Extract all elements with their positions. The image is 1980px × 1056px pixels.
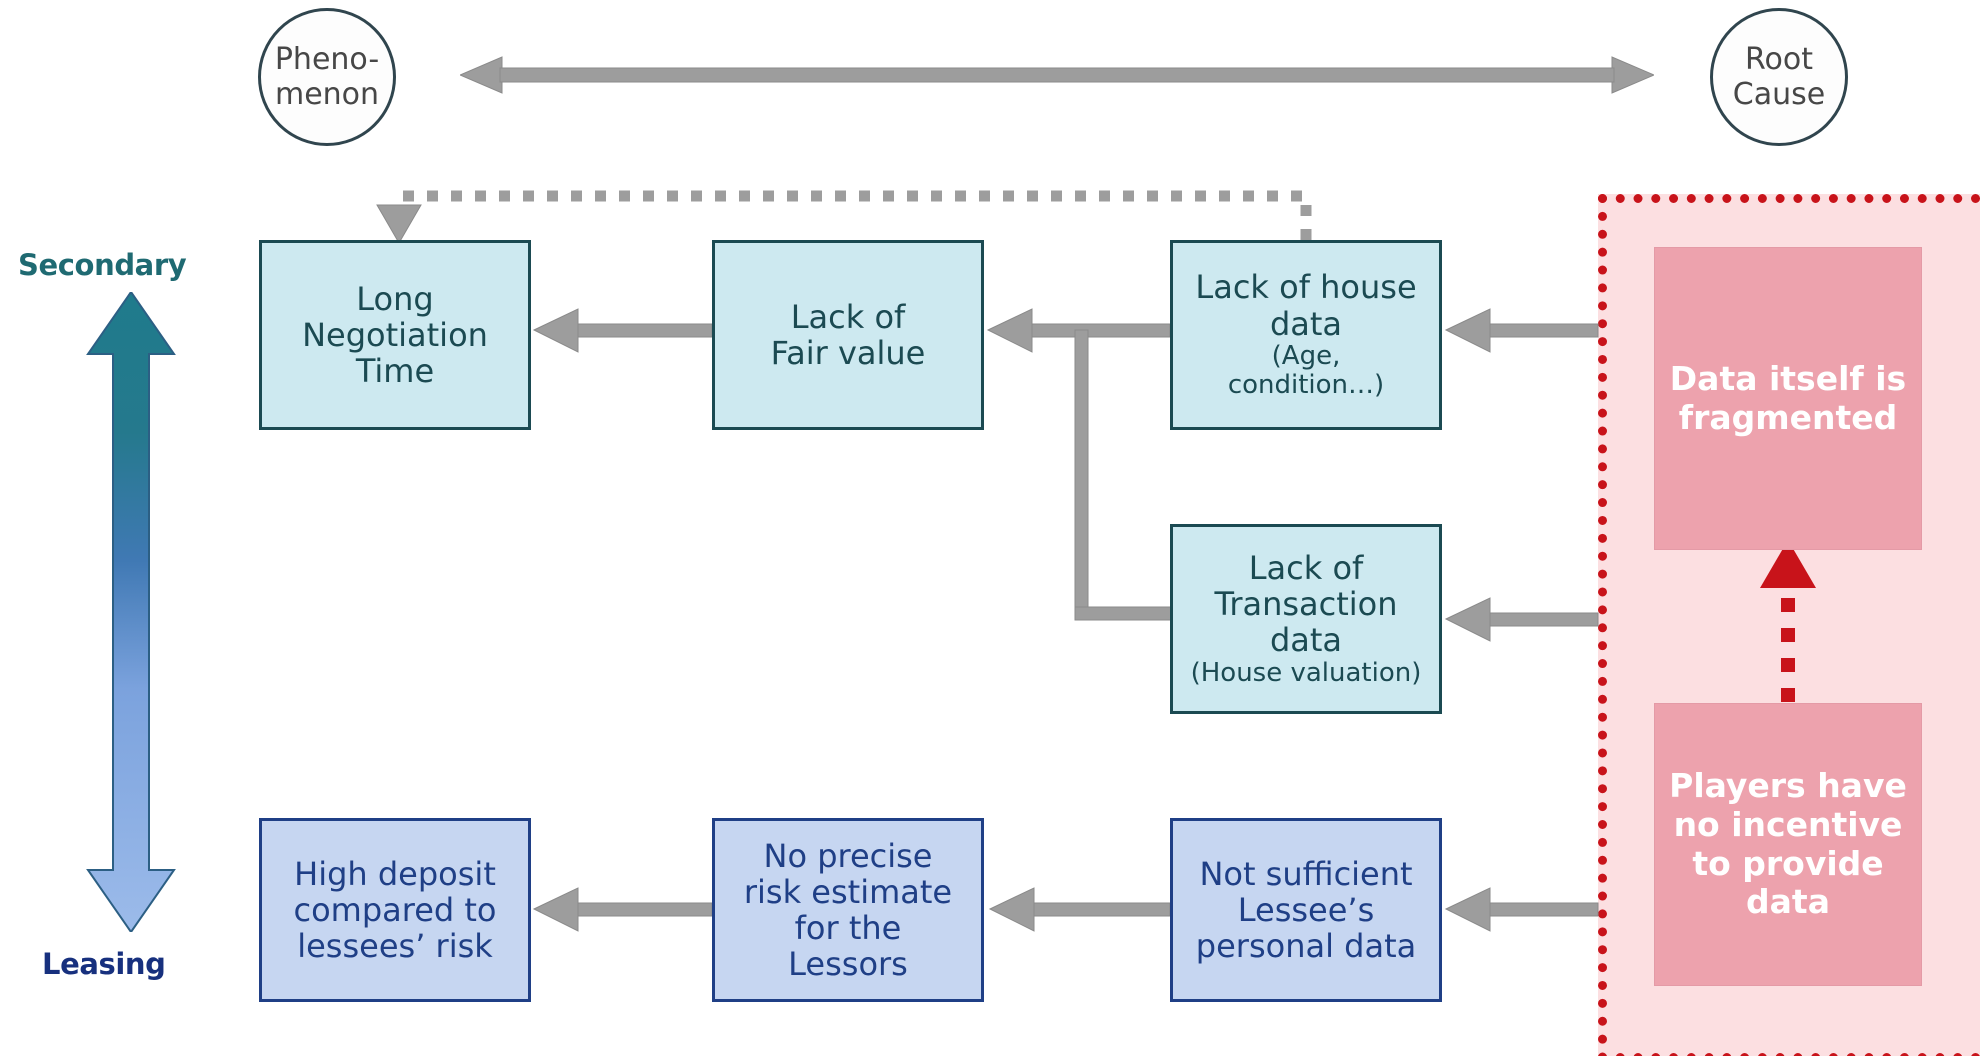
node-no-precise-risk-estimate[interactable]: No precise risk estimate for the Lessors (712, 818, 984, 1002)
node-text-line: Transaction (1214, 585, 1398, 624)
axis-label-leasing: Leasing (42, 947, 166, 981)
node-players-have-no-incentive[interactable]: Players have no incentive to provide dat… (1654, 703, 1922, 986)
node-text-line: High deposit (294, 854, 496, 893)
arrow-riskestimate-to-highdeposit (532, 887, 713, 932)
root-cause-legend-circle: Root Cause (1710, 8, 1848, 146)
node-text-line: Negotiation (302, 315, 488, 354)
node-text-line: Lack of (1248, 549, 1364, 588)
node-high-deposit[interactable]: High deposit compared to lessees’ risk (259, 818, 531, 1002)
node-text-line: lessees’ risk (297, 927, 493, 966)
arrow-noincentive-to-personaldata (1444, 887, 1599, 932)
root-cause-label-line2: Cause (1732, 77, 1826, 112)
node-text-line: Players have (1669, 765, 1907, 805)
arrow-fairvalue-to-negotiation (532, 308, 713, 353)
node-subtext-line: (House valuation) (1190, 657, 1422, 688)
node-text-line: Lessee’s (1237, 890, 1375, 929)
node-text-line: Fair value (770, 334, 926, 372)
arrow-personaldata-to-riskestimate (988, 887, 1171, 932)
node-not-sufficient-lessee-personal-data[interactable]: Not sufficient Lessee’s personal data (1170, 818, 1442, 1002)
node-subtext-line: (Age, (1271, 340, 1341, 371)
node-text-line: for the (794, 909, 902, 947)
node-text-line: personal data (1195, 927, 1417, 966)
arrow-fragmented-to-housedata (1444, 308, 1599, 353)
node-lack-of-transaction-data[interactable]: Lack of Transaction data (House valuatio… (1170, 524, 1442, 714)
node-lack-of-house-data[interactable]: Lack of house data (Age, condition…) (1170, 240, 1442, 430)
node-text-line: Lack of (790, 297, 906, 336)
node-subtext-line: condition…) (1227, 370, 1385, 401)
arrow-housedata-to-fairvalue (986, 308, 1173, 621)
node-text-line: compared to (293, 890, 497, 929)
node-data-itself-is-fragmented[interactable]: Data itself is fragmented (1654, 247, 1922, 550)
node-text-line: No precise (763, 836, 933, 875)
node-text-line: data (1269, 621, 1343, 660)
arrow-fragmented-to-transactiondata (1444, 597, 1599, 642)
node-text-line: Lessors (788, 945, 908, 984)
node-lack-of-fair-value[interactable]: Lack of Fair value (712, 240, 984, 430)
node-text-line: Long (356, 279, 434, 318)
axis-label-secondary: Secondary (18, 248, 187, 282)
node-text-line: Data itself is (1669, 358, 1907, 398)
node-text-line: no incentive (1673, 804, 1903, 844)
node-text-line: Not sufficient (1199, 854, 1413, 893)
node-text-line: risk estimate (743, 872, 953, 911)
node-text-line: Lack of house (1195, 268, 1417, 307)
feedback-dashed-connector (376, 190, 1312, 244)
secondary-leasing-axis-arrow (86, 292, 176, 932)
node-text-line: data (1746, 882, 1830, 922)
node-text-line: data (1269, 304, 1343, 343)
node-text-line: fragmented (1678, 397, 1898, 437)
root-cause-label-line1: Root (1745, 41, 1813, 77)
phenomenon-label-line1: Pheno- (274, 41, 380, 77)
node-long-negotiation-time[interactable]: Long Negotiation Time (259, 240, 531, 430)
phenomenon-legend-circle: Pheno- menon (258, 8, 396, 146)
node-text-line: to provide (1692, 843, 1884, 883)
phenomenon-label-line2: menon (274, 77, 380, 112)
phenomenon-root-cause-axis-arrow (460, 56, 1654, 94)
node-text-line: Time (355, 352, 435, 391)
